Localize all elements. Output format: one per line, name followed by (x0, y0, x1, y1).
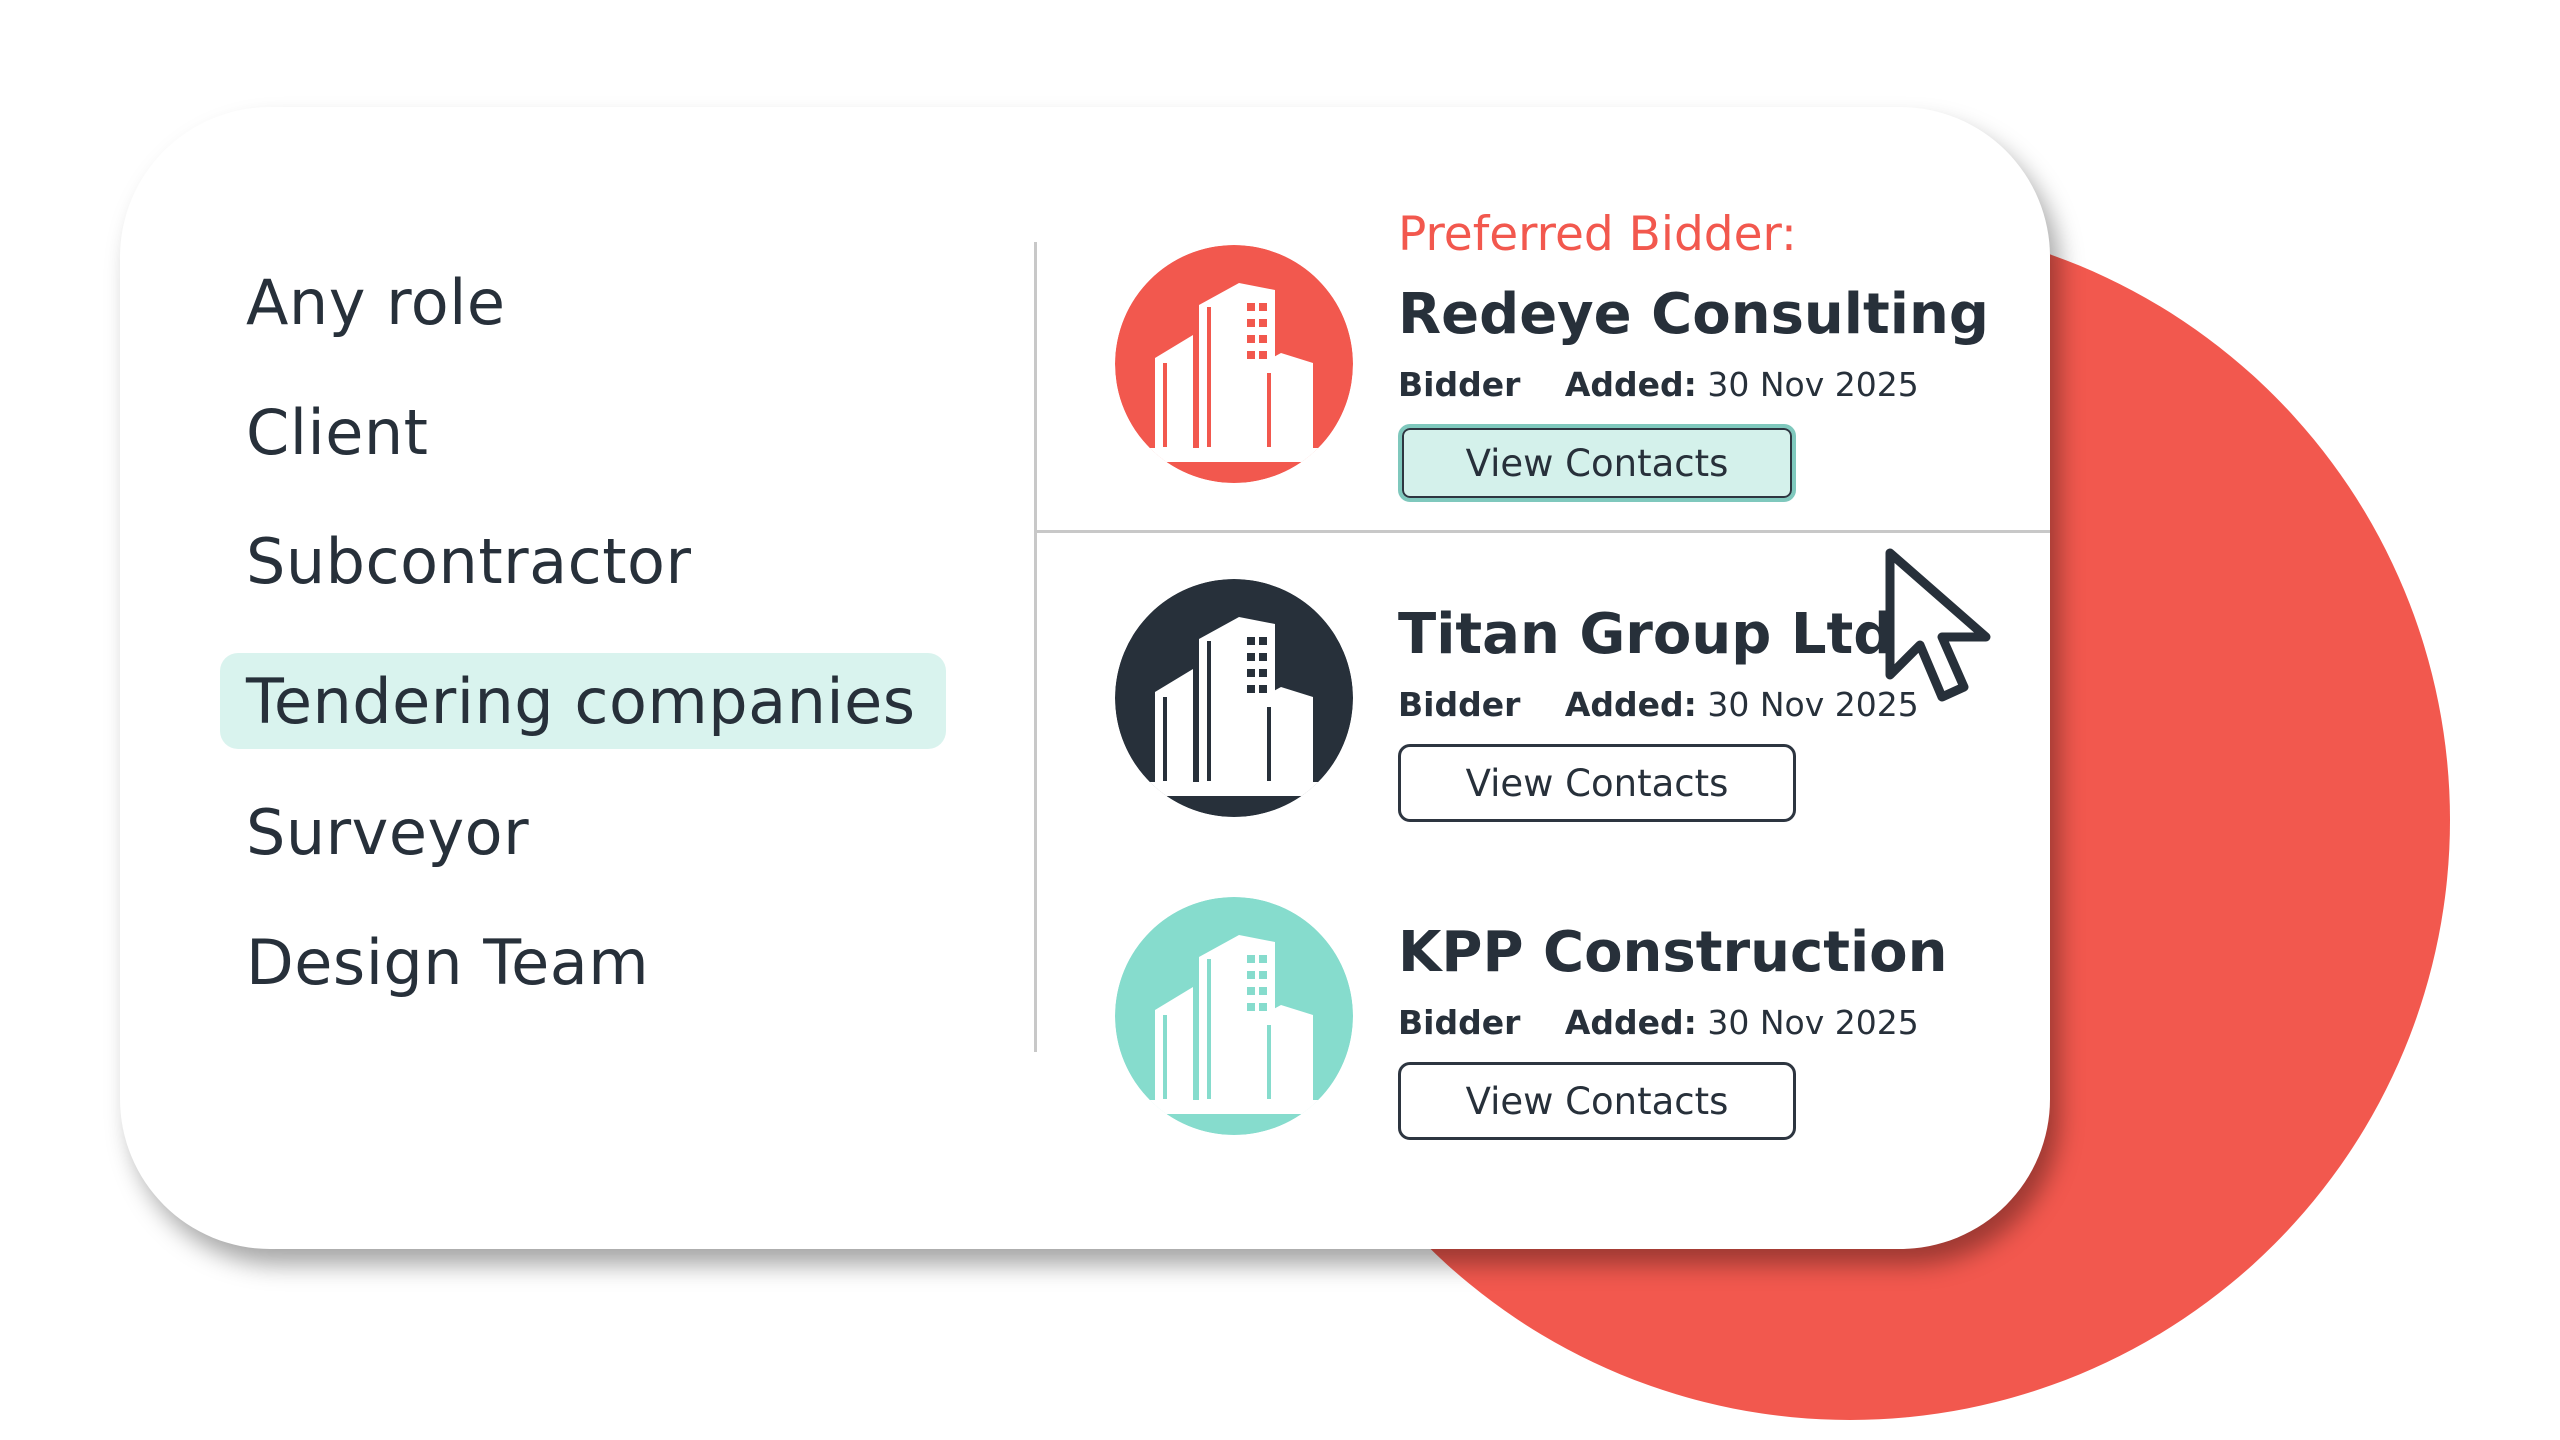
company-logo (1115, 245, 1353, 483)
company-name: Redeye Consulting (1398, 282, 1989, 347)
view-contacts-button[interactable]: View Contacts (1398, 744, 1796, 822)
company-info: Titan Group Ltd Bidder Added: 30 Nov 202… (1398, 607, 1919, 822)
vertical-divider (1034, 242, 1037, 1052)
role-filter-list: Any role Client Subcontractor Tendering … (120, 107, 1020, 1249)
company-meta: Bidder Added: 30 Nov 2025 (1398, 365, 1989, 404)
company-logo (1115, 579, 1353, 817)
role-item-design-team[interactable]: Design Team (246, 926, 650, 999)
company-meta: Bidder Added: 30 Nov 2025 (1398, 1003, 1948, 1042)
company-role: Bidder (1398, 365, 1521, 404)
building-icon (1115, 245, 1353, 483)
added-date: 30 Nov 2025 (1707, 365, 1919, 404)
view-contacts-button[interactable]: View Contacts (1398, 424, 1796, 502)
building-icon (1115, 579, 1353, 817)
role-item-client[interactable]: Client (246, 396, 429, 469)
added-date: 30 Nov 2025 (1707, 685, 1919, 724)
role-item-subcontractor[interactable]: Subcontractor (246, 525, 692, 598)
horizontal-divider (1034, 530, 2050, 533)
company-role: Bidder (1398, 1003, 1521, 1042)
company-info: Redeye Consulting Bidder Added: 30 Nov 2… (1398, 287, 1989, 502)
company-name: Titan Group Ltd (1398, 602, 1894, 667)
company-role: Bidder (1398, 685, 1521, 724)
role-item-surveyor[interactable]: Surveyor (246, 796, 530, 869)
added-label: Added: (1564, 685, 1697, 724)
added-date: 30 Nov 2025 (1707, 1003, 1919, 1042)
role-item-any-role[interactable]: Any role (246, 266, 506, 339)
companies-card: Any role Client Subcontractor Tendering … (120, 107, 2050, 1249)
role-item-tendering-companies[interactable]: Tendering companies (220, 653, 946, 749)
building-icon (1115, 897, 1353, 1135)
view-contacts-button[interactable]: View Contacts (1398, 1062, 1796, 1140)
company-info: KPP Construction Bidder Added: 30 Nov 20… (1398, 925, 1948, 1140)
mouse-pointer-icon (1885, 548, 1991, 702)
company-name: KPP Construction (1398, 920, 1948, 985)
company-meta: Bidder Added: 30 Nov 2025 (1398, 685, 1919, 724)
preferred-bidder-label: Preferred Bidder: (1398, 207, 1797, 262)
added-label: Added: (1564, 1003, 1697, 1042)
added-label: Added: (1564, 365, 1697, 404)
company-logo (1115, 897, 1353, 1135)
